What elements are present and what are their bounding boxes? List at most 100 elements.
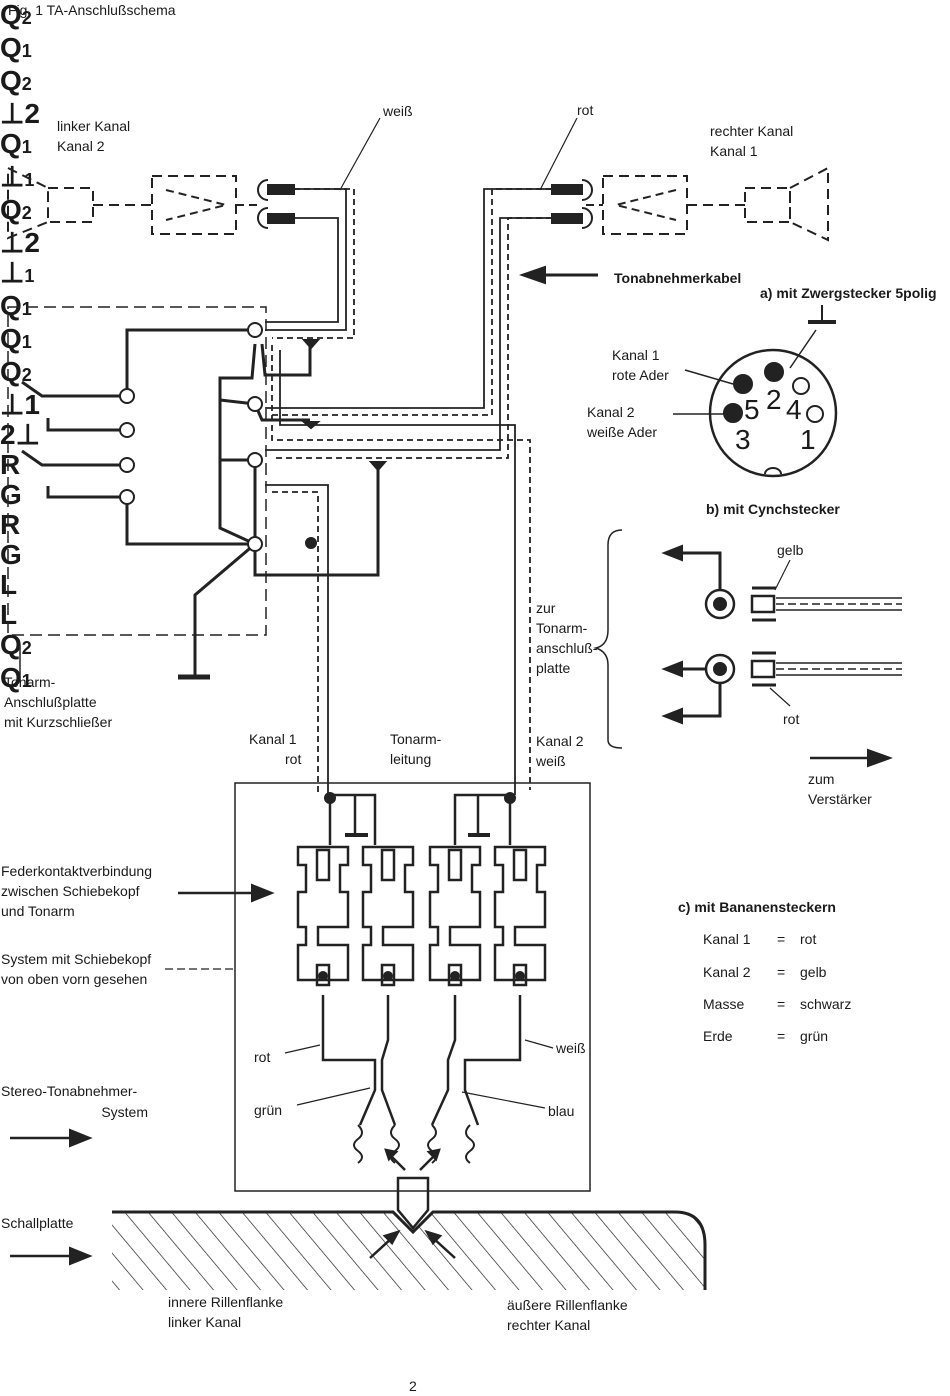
pin-block-3 (428, 845, 482, 987)
q2-system-sub: 2 (21, 365, 32, 385)
stereo-label-2: System (101, 1104, 148, 1120)
plate-label-3: mit Kurzschließer (4, 714, 113, 730)
q1-cinch-sub: 1 (21, 299, 32, 319)
right-speaker-icon (744, 166, 829, 242)
pin-g-right: G (0, 539, 22, 570)
coil-wiring (321, 995, 522, 1164)
coil-wire-rot: rot (254, 1049, 271, 1065)
left-channel-label: linker Kanal (57, 118, 131, 134)
pickup-cable (265, 188, 552, 795)
cinch-plug-diagram (593, 529, 902, 749)
q2-top-sub: 2 (21, 8, 32, 28)
tonarm-kanal2-color: weiß (536, 753, 566, 769)
q1-system-letter: Q (0, 323, 22, 354)
tonarm-kanal1-color: rot (285, 751, 302, 767)
banana-row-4-name: Erde (703, 1028, 733, 1044)
plate-label-1: Tonarm- (4, 674, 56, 690)
q1-system-sub: 1 (21, 332, 32, 352)
pin-block-2 (361, 845, 415, 987)
pin-r-left: R (0, 449, 21, 480)
zur-label-2: Tonarm- (536, 620, 588, 636)
outer-groove-label: äußere Rillenflanke (507, 1297, 628, 1313)
ground2-cinch-sym: ⊥ (0, 227, 25, 258)
zum-label: zum (808, 771, 835, 787)
feder-label-2: zwischen Schiebekopf (1, 883, 140, 899)
plate-label-2: Anschlußplatte (4, 694, 97, 710)
q2-groove-sub: 2 (21, 638, 32, 658)
feder-label-1: Federkontaktverbindung (1, 863, 152, 879)
left-channel-sub: Kanal 2 (57, 138, 105, 154)
short-circuit-switch (21, 328, 380, 680)
q2-cinch-letter: Q (0, 194, 22, 225)
pin-3-label: 3 (735, 424, 751, 455)
banana-row-2-name: Kanal 2 (703, 964, 751, 980)
right-amplifier-icon (602, 175, 688, 235)
plug-kanal2-wire: weiße Ader (587, 424, 658, 440)
banana-row-3-name: Masse (703, 996, 745, 1012)
banana-row-2-eq: = (777, 964, 786, 980)
pickup-cable-label: Tonabnehmerkabel (614, 270, 742, 286)
pin-1-label: 1 (800, 424, 816, 455)
banana-row-4-value: grün (800, 1028, 829, 1044)
outer-groove-channel: rechter Kanal (507, 1317, 591, 1333)
ground2-cinch-num: 2 (24, 227, 40, 258)
tonarm-kanal1-label: Kanal 1 (249, 731, 297, 747)
coil-wire-blau: blau (548, 1103, 575, 1119)
q2-plate-sub: 2 (21, 74, 32, 94)
q1-top-sub: 1 (21, 41, 32, 61)
zur-label-4: platte (536, 660, 571, 676)
zur-label-3: anschluß- (536, 640, 598, 656)
banana-row-1-eq: = (777, 931, 786, 947)
q2-system-letter: Q (0, 356, 22, 387)
banana-row-3-value: schwarz (800, 996, 852, 1012)
inner-groove-label: innere Rillenflanke (168, 1294, 284, 1310)
banana-row-1-value: rot (800, 931, 817, 947)
ground1-system-num: 1 (24, 389, 40, 420)
figure-caption: Fig. 1 TA-Anschlußschema (8, 2, 176, 18)
banana-row-4-eq: = (777, 1028, 786, 1044)
ground1-cinch-num: 1 (24, 266, 35, 286)
banana-row-3-eq: = (777, 996, 786, 1012)
zur-label-1: zur (536, 600, 556, 616)
system-sk-label-2: von oben vorn gesehen (1, 971, 148, 987)
pin-g-left: G (0, 479, 22, 510)
din-plug-icon (673, 305, 838, 478)
pin-block-1 (296, 845, 350, 987)
right-channel-label: rechter Kanal (710, 123, 794, 139)
section-a-title: a) mit Zwergstecker 5polig (760, 285, 937, 301)
record-groove (112, 1210, 707, 1290)
cinch-gelb-label: gelb (777, 542, 804, 558)
left-input-jacks (257, 179, 295, 229)
ground2-system-sym: ⊥ (15, 419, 40, 450)
section-c-title: c) mit Bananensteckern (678, 899, 836, 915)
tonarm-leitung-1: Tonarm- (390, 731, 442, 747)
q2-groove-letter: Q (0, 629, 22, 660)
q2-plate-letter: Q (0, 65, 22, 96)
pin-block-4 (493, 845, 547, 987)
coil-wire-gruen: grün (254, 1102, 283, 1118)
page-number: 2 (409, 1378, 417, 1394)
ground1-cinch-sym: ⊥ (0, 257, 25, 288)
ground1-system-sym: ⊥ (0, 389, 25, 420)
q2-cinch-sub: 2 (21, 203, 32, 223)
system-sk-label-1: System mit Schiebekopf (1, 951, 152, 967)
pin-r-right: R (0, 509, 21, 540)
verstaerker-label: Verstärker (808, 791, 872, 807)
record-label: Schallplatte (1, 1215, 74, 1231)
plug-kanal2-label: Kanal 2 (587, 404, 635, 420)
cinch-rot-label: rot (783, 711, 800, 727)
section-b-title: b) mit Cynchstecker (706, 501, 840, 517)
wire-weiss-label: weiß (383, 103, 413, 119)
left-speaker-icon (7, 166, 94, 240)
q1-plate-sub: 1 (21, 137, 32, 157)
ground2-plate-sym: ⊥ (0, 98, 25, 129)
ground2-plate-num: 2 (24, 98, 40, 129)
tonearm-plate-box (7, 306, 267, 636)
ground1-plate-num: 1 (24, 170, 35, 190)
plug-kanal1-label: Kanal 1 (612, 347, 660, 363)
plug-kanal1-wire: rote Ader (612, 367, 669, 383)
contacts (328, 793, 512, 845)
pin-5-label: 5 (744, 394, 760, 425)
q1-cinch-letter: Q (0, 290, 22, 321)
